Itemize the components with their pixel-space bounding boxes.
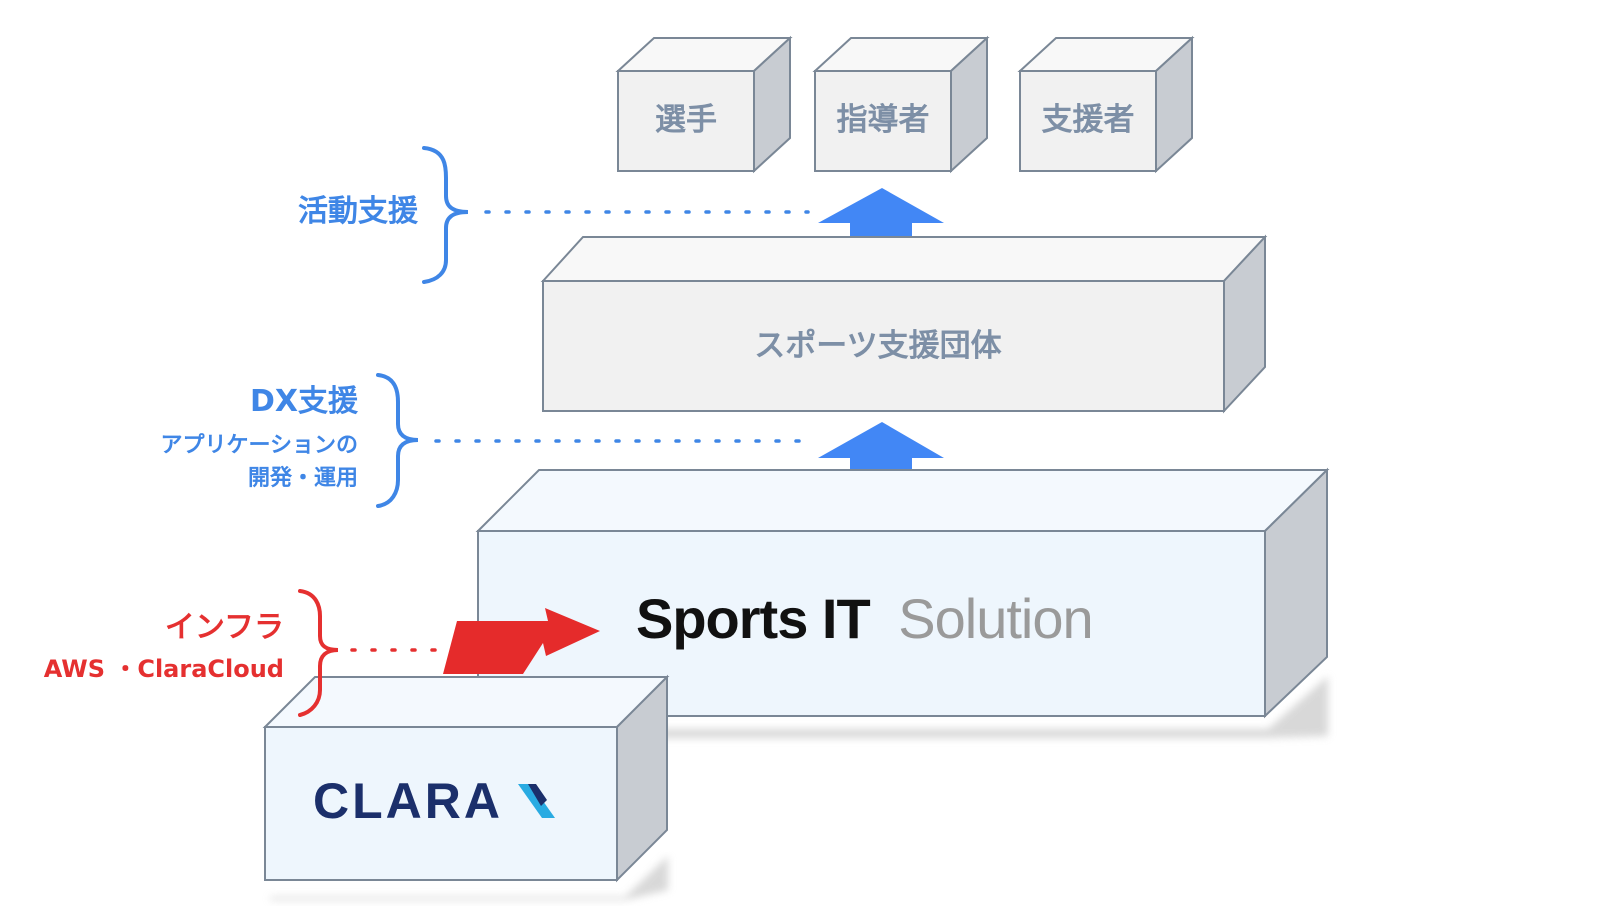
- arrow-red-infra: [443, 608, 600, 674]
- label-infra-sub: AWS ・ClaraCloud: [44, 655, 284, 683]
- arrow-up-blue-top: [818, 188, 944, 262]
- label-infra-title: インフラ: [165, 610, 284, 645]
- label-dx-line1: アプリケーションの: [160, 433, 358, 458]
- box-clara: CLARA: [262, 674, 670, 900]
- box-supporter-label: 支援者: [1042, 102, 1135, 138]
- sis-logo: Sports IT Solution: [636, 587, 1093, 650]
- clara-logo-mark-icon: [518, 784, 555, 818]
- arrow-up-blue-middle: [818, 422, 944, 497]
- box-sports-org-label: スポーツ支援団体: [754, 328, 1001, 364]
- box-player: 選手: [615, 35, 793, 174]
- clara-logo-text: CLARA: [313, 773, 503, 829]
- label-activity-support: 活動支援: [298, 194, 419, 229]
- box-player-label: 選手: [655, 102, 717, 138]
- box-coach: 指導者: [812, 35, 990, 174]
- brace-infra-icon: [298, 589, 339, 717]
- sis-logo-light: Solution: [898, 587, 1092, 650]
- box-supporter: 支援者: [1017, 35, 1195, 174]
- box-coach-label: 指導者: [837, 102, 930, 138]
- brace-dx-icon: [376, 373, 419, 508]
- label-dx-title: DX支援: [250, 384, 359, 419]
- label-dx-line2: 開発・運用: [248, 466, 358, 491]
- box-sports-org: スポーツ支援団体: [540, 234, 1268, 414]
- brace-activity-icon: [422, 146, 469, 284]
- sis-logo-bold: Sports IT: [636, 587, 870, 650]
